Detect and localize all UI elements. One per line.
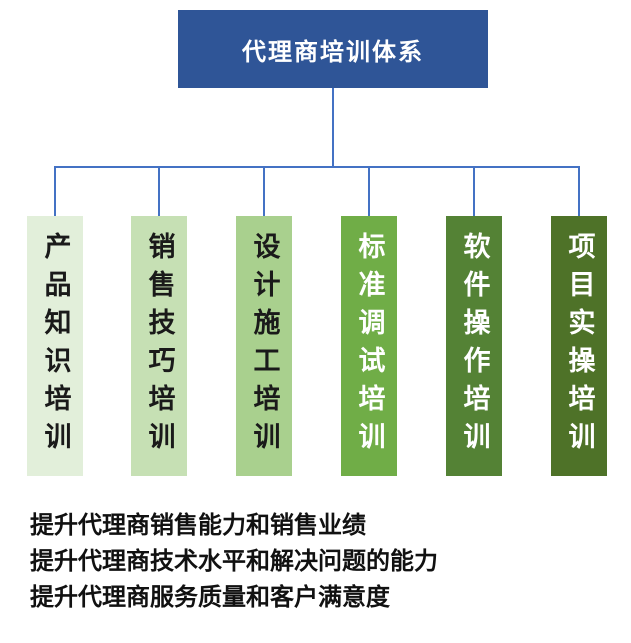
training-box-6: 项目实操培训 xyxy=(551,216,607,476)
training-box-5: 软件操作培训 xyxy=(446,216,502,476)
training-box-label: 标准调试培训 xyxy=(354,232,385,460)
training-box-label: 软件操作培训 xyxy=(459,232,490,460)
goal-line-2: 提升代理商技术水平和解决问题的能力 xyxy=(30,548,438,575)
training-box-1: 产品知识培训 xyxy=(27,216,83,476)
connector-stub-5 xyxy=(473,166,475,216)
diagram-title: 代理商培训体系 xyxy=(242,38,424,66)
training-box-label: 设计施工培训 xyxy=(249,232,280,460)
goal-line-1: 提升代理商销售能力和销售业绩 xyxy=(30,512,366,539)
connector-stub-6 xyxy=(578,166,580,216)
goals-text-block: 提升代理商销售能力和销售业绩 提升代理商技术水平和解决问题的能力 提升代理商服务… xyxy=(30,508,610,616)
training-box-2: 销售技巧培训 xyxy=(131,216,187,476)
connector-stub-1 xyxy=(54,166,56,216)
training-box-4: 标准调试培训 xyxy=(341,216,397,476)
connector-vertical-root xyxy=(332,88,334,166)
connector-stub-4 xyxy=(368,166,370,216)
training-box-label: 销售技巧培训 xyxy=(144,232,175,460)
connector-stub-3 xyxy=(263,166,265,216)
connector-horizontal xyxy=(54,166,580,168)
training-box-3: 设计施工培训 xyxy=(236,216,292,476)
goal-line-3: 提升代理商服务质量和客户满意度 xyxy=(30,584,390,611)
training-box-label: 产品知识培训 xyxy=(40,232,71,460)
connector-stub-2 xyxy=(158,166,160,216)
training-box-label: 项目实操培训 xyxy=(564,232,595,460)
diagram-root-node: 代理商培训体系 xyxy=(178,10,488,88)
